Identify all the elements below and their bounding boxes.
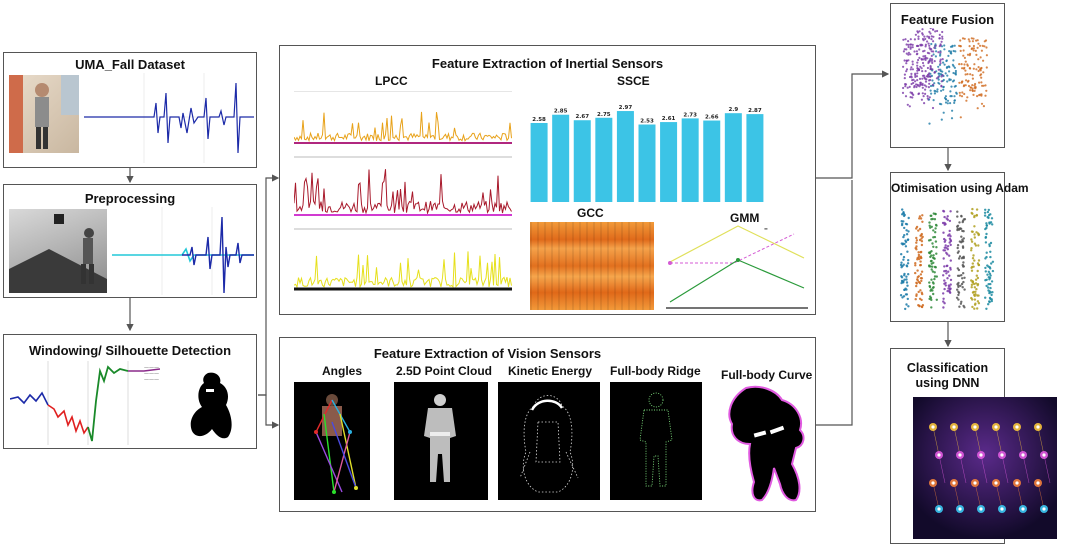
ssce-bar-label: 2.87 — [748, 108, 762, 114]
ssce-bar-label: 2.73 — [683, 112, 697, 118]
gmm-plot: ▬ — [666, 225, 808, 309]
preprocessing-signal-plot — [112, 207, 254, 295]
ssce-bar-chart: 2.58 2.85 2.67 2.75 2.97 2.53 2.61 2.73 2.66 2.9 2… — [530, 105, 764, 202]
dataset-photo — [9, 75, 79, 153]
ridge-title: Full-body Ridge — [610, 364, 701, 378]
ssce-title: SSCE — [617, 74, 650, 88]
classification-title: Classification using DNN — [891, 361, 1004, 391]
ssce-bar-label: 2.61 — [662, 116, 676, 122]
ssce-bar — [746, 114, 764, 202]
lpcc-plot-3 — [294, 251, 512, 291]
inertial-title: Feature Extraction of Inertial Sensors — [431, 56, 664, 71]
dataset-box: UMA_Fall Dataset — [3, 52, 257, 168]
ssce-bar-label: 2.97 — [619, 105, 633, 111]
fusion-title: Feature Fusion — [900, 12, 995, 27]
ssce-bar — [703, 120, 721, 202]
preprocessing-title: Preprocessing — [84, 191, 176, 206]
ssce-bar — [681, 118, 699, 202]
ssce-bar — [724, 113, 742, 202]
lpcc-plot-1 — [294, 91, 512, 158]
ssce-bar — [660, 122, 678, 202]
gmm-title: GMM — [730, 211, 760, 225]
preprocessing-photo — [9, 209, 107, 293]
ssce-bar — [552, 114, 570, 202]
angles-title: Angles — [322, 364, 363, 378]
optimisation-box: Otimisation using Adam — [890, 172, 1029, 322]
adam-scatter-plot — [899, 207, 995, 311]
ssce-bar-label: 2.66 — [705, 115, 719, 121]
kinetic-title: Kinetic Energy — [508, 364, 593, 378]
gcc-heatmap — [530, 222, 654, 310]
lpcc-plot-2 — [294, 169, 512, 230]
ssce-bar-label: 2.9 — [728, 107, 738, 113]
fusion-box: Feature Fusion — [890, 3, 1005, 148]
vision-title: Feature Extraction of Vision Sensors — [373, 346, 602, 361]
ssce-bar-label: 2.67 — [575, 114, 589, 120]
ssce-bar — [616, 111, 634, 202]
lpcc-title: LPCC — [375, 74, 408, 88]
curve-image — [728, 385, 805, 502]
vision-box: Feature Extraction of Vision Sensors Ang… — [279, 337, 816, 512]
lpcc-plots — [294, 91, 512, 291]
kinetic-energy-image — [498, 382, 600, 500]
windowing-title: Windowing/ Silhouette Detection — [28, 343, 232, 358]
curve-title: Full-body Curve — [721, 368, 813, 382]
inertial-box: Feature Extraction of Inertial Sensors L… — [279, 45, 816, 315]
windowing-box: Windowing/ Silhouette Detection ————————… — [3, 334, 257, 449]
fusion-scatter-plot — [901, 28, 988, 125]
optimisation-title: Otimisation using Adam — [891, 181, 1029, 195]
ssce-bar-label: 2.53 — [640, 119, 654, 125]
dnn-network-image — [913, 397, 1057, 539]
ssce-bar — [638, 124, 656, 202]
ssce-bar-label: 2.75 — [597, 112, 611, 118]
ssce-bar — [530, 122, 548, 202]
classification-title-text: Classification using DNN — [906, 361, 989, 390]
point-cloud-title: 2.5D Point Cloud — [396, 364, 492, 378]
dataset-signal-plot — [84, 73, 254, 163]
angles-image — [294, 382, 370, 500]
svg-text:▬: ▬ — [764, 226, 768, 231]
ssce-bar — [573, 120, 591, 202]
ssce-bar-label: 2.85 — [554, 109, 568, 115]
ssce-bar-label: 2.58 — [532, 117, 546, 123]
gcc-title: GCC — [577, 206, 604, 220]
point-cloud-image — [394, 382, 488, 500]
ridge-image — [610, 382, 702, 500]
dataset-title: UMA_Fall Dataset — [75, 57, 185, 72]
preprocessing-box: Preprocessing — [3, 184, 257, 298]
windowing-signal-plot — [10, 361, 160, 445]
ssce-bar — [595, 117, 613, 202]
silhouette-image — [190, 372, 232, 439]
classification-box: Classification using DNN — [890, 348, 1057, 544]
windowing-legend: ————————— — [144, 365, 159, 383]
